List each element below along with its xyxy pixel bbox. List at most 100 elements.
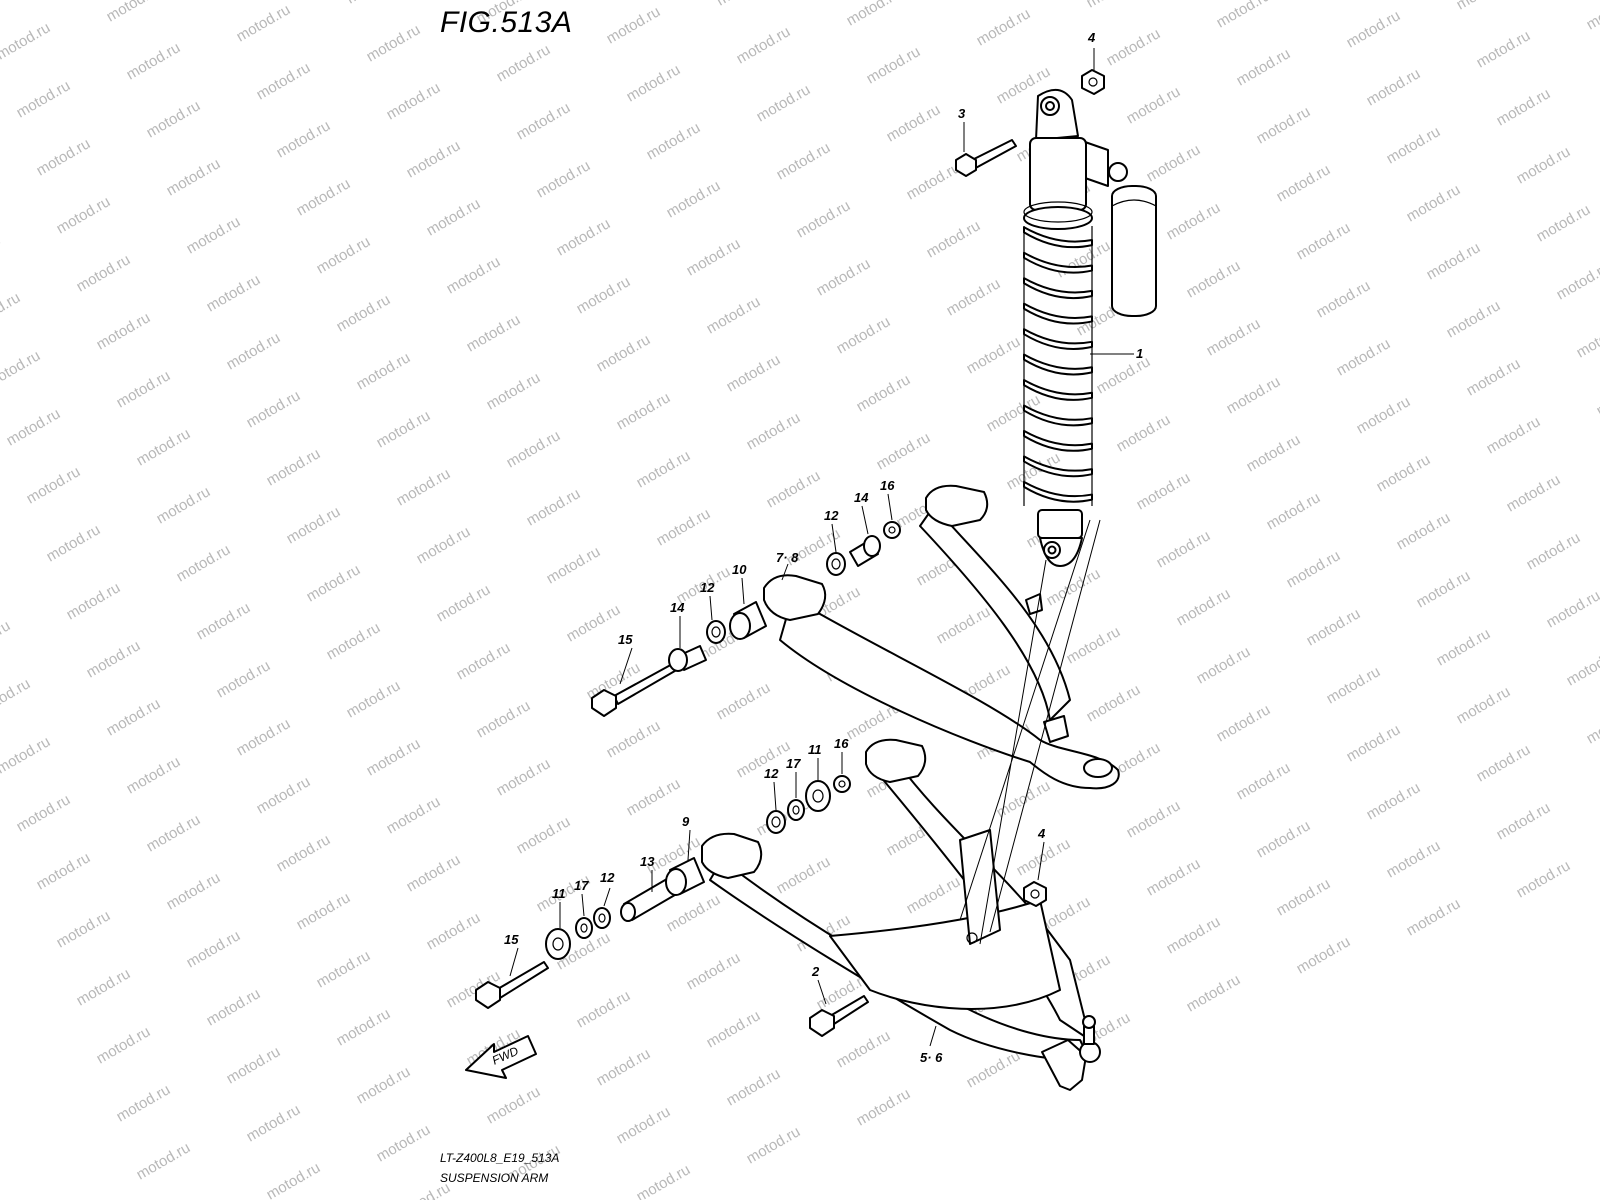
- callout-labels: 4 3 1 4 2 5· 6 7· 8 10 9 13 11 17 12 14 …: [504, 30, 1143, 1065]
- watermark-text: motod.ru: [534, 157, 594, 201]
- watermark-text: motod.ru: [1164, 199, 1224, 243]
- callout-2: 2: [811, 964, 820, 979]
- spring-coil: [1023, 251, 1093, 274]
- watermark-text: motod.ru: [374, 1121, 434, 1165]
- upper-suspension-arm[interactable]: [763, 484, 1120, 790]
- watermark-text: motod.ru: [504, 427, 564, 471]
- watermark-text: motod.ru: [454, 639, 514, 683]
- watermark-text: motod.ru: [1364, 779, 1424, 823]
- watermark-text: motod.ru: [1564, 645, 1600, 689]
- spring-coil: [1023, 429, 1093, 452]
- collar-14-upper-right[interactable]: [849, 535, 881, 567]
- watermark-text: motod.ru: [1244, 431, 1304, 475]
- watermark-text: motod.ru: [1404, 181, 1464, 225]
- watermark-text: motod.ru: [544, 543, 604, 587]
- watermark-text: motod.ru: [374, 407, 434, 451]
- bearing-10[interactable]: [729, 601, 767, 640]
- dust-seal-11-lower-right[interactable]: [805, 780, 831, 812]
- watermark-text: motod.ru: [1104, 25, 1164, 69]
- nut-4-lower[interactable]: [1023, 881, 1047, 907]
- watermark-text: motod.ru: [1554, 259, 1600, 303]
- watermark-text: motod.ru: [1164, 913, 1224, 957]
- watermark-text: motod.ru: [1084, 0, 1144, 11]
- watermark-text: motod.ru: [1184, 257, 1244, 301]
- watermark-text: motod.ru: [0, 347, 43, 391]
- watermark-text: motod.ru: [1304, 605, 1364, 649]
- watermark-text: motod.ru: [184, 213, 244, 257]
- watermark-text: motod.ru: [874, 429, 934, 473]
- dust-seal-11-lower[interactable]: [545, 928, 571, 960]
- watermark-text: motod.ru: [834, 313, 894, 357]
- collar-14-upper[interactable]: [668, 645, 707, 672]
- callout-16-lower: 16: [834, 736, 849, 751]
- watermark-text: motod.ru: [1124, 797, 1184, 841]
- watermark-text: motod.ru: [1014, 835, 1074, 879]
- bolt-2[interactable]: [809, 995, 869, 1037]
- leader-lines: [509, 48, 1134, 1047]
- watermark-text: motod.ru: [1144, 855, 1204, 899]
- cap-16-upper[interactable]: [883, 521, 901, 539]
- watermark-text: motod.ru: [394, 465, 454, 509]
- watermark-text: motod.ru: [84, 637, 144, 681]
- watermark-text: motod.ru: [864, 43, 924, 87]
- watermark-text: motod.ru: [934, 603, 994, 647]
- washer-17-lower-right[interactable]: [787, 799, 805, 821]
- watermark-text: motod.ru: [1134, 469, 1194, 513]
- watermark-text: motod.ru: [664, 177, 724, 221]
- watermark-text: motod.ru: [1094, 353, 1154, 397]
- watermark-text: motod.ru: [634, 1161, 694, 1200]
- watermark-text: motod.ru: [114, 367, 174, 411]
- washer-12-lower-right[interactable]: [766, 810, 786, 834]
- ball-joint[interactable]: [1041, 1015, 1101, 1091]
- watermark-text: motod.ru: [424, 195, 484, 239]
- watermark-text: motod.ru: [274, 831, 334, 875]
- watermark-text: motod.ru: [1494, 799, 1554, 843]
- watermark-text: motod.ru: [14, 77, 74, 121]
- watermark-text: motod.ru: [1274, 875, 1334, 919]
- watermark-text: motod.ru: [344, 677, 404, 721]
- washer-12-upper-right[interactable]: [826, 552, 846, 576]
- bolt-3[interactable]: [955, 139, 1017, 177]
- watermark-text: motod.ru: [1374, 451, 1434, 495]
- watermark-text: motod.ru: [1514, 143, 1574, 187]
- watermark-text: motod.ru: [324, 619, 384, 663]
- callout-17-lower: 17: [574, 878, 589, 893]
- callout-16-upper: 16: [880, 478, 895, 493]
- watermark-text: motod.ru: [1254, 817, 1314, 861]
- bolt-15-lower[interactable]: [475, 961, 549, 1009]
- watermark-text: motod.ru: [1384, 123, 1444, 167]
- callout-12-upper-right: 12: [824, 508, 839, 523]
- watermark-text: motod.ru: [904, 159, 964, 203]
- lower-suspension-arm[interactable]: [701, 738, 1091, 1062]
- watermark-text: motod.ru: [234, 1, 294, 45]
- watermark-text: motod.ru: [644, 119, 704, 163]
- watermark-text: motod.ru: [74, 251, 134, 295]
- washer-12-upper[interactable]: [706, 620, 726, 644]
- coil-spring: [1023, 226, 1093, 506]
- spring-coil: [1023, 302, 1093, 325]
- watermark-text: motod.ru: [1364, 65, 1424, 109]
- watermark-text: motod.ru: [204, 985, 264, 1029]
- watermark-text: motod.ru: [0, 617, 13, 661]
- watermark-text: motod.ru: [1084, 681, 1144, 725]
- watermark-text: motod.ru: [814, 255, 874, 299]
- watermark-text: motod.ru: [1494, 85, 1554, 129]
- watermark-text: motod.ru: [1214, 701, 1274, 745]
- callout-11-lower: 11: [552, 886, 566, 901]
- watermark-text: motod.ru: [974, 5, 1034, 49]
- nut-4-top[interactable]: [1081, 69, 1105, 95]
- spring-coil: [1023, 455, 1093, 478]
- shock-absorber[interactable]: [1023, 89, 1157, 567]
- callout-4-top: 4: [1087, 30, 1096, 45]
- watermark-text: motod.ru: [764, 467, 824, 511]
- watermark-text: motod.ru: [1504, 471, 1564, 515]
- bearing-9[interactable]: [665, 857, 705, 896]
- watermark-text: motod.ru: [524, 485, 584, 529]
- watermark-text: motod.ru: [944, 275, 1004, 319]
- washer-17-lower[interactable]: [575, 917, 593, 939]
- washer-12-lower[interactable]: [593, 907, 611, 929]
- watermark-text: motod.ru: [164, 869, 224, 913]
- watermark-text: motod.ru: [1264, 489, 1324, 533]
- watermark-text: motod.ru: [684, 235, 744, 279]
- cap-16-lower[interactable]: [833, 775, 851, 793]
